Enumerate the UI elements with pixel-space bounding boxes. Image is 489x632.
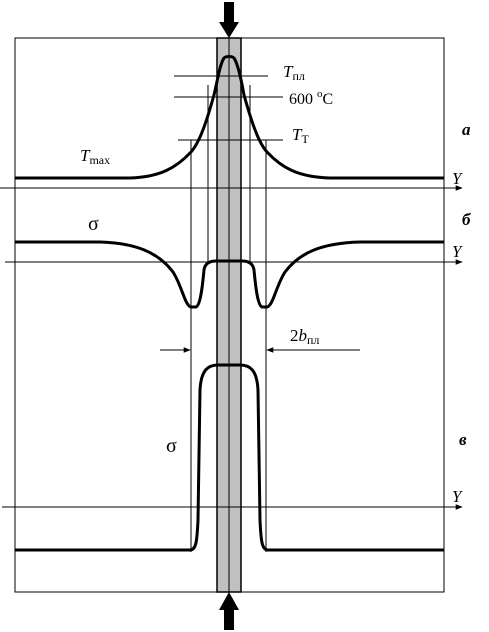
panel-label-b: б: [462, 210, 472, 229]
t-melt-label: Tпл: [283, 62, 305, 83]
stress-curve-b: [15, 240, 444, 309]
t-max-label: Tmax: [80, 146, 110, 167]
force-arrow-top-icon: [219, 2, 239, 38]
force-arrow-bottom-icon: [219, 592, 239, 630]
y-axis-label-b: Y: [452, 242, 463, 261]
panel-label-a: а: [462, 120, 471, 139]
temp-600-label: 600 oC: [289, 88, 333, 108]
plastic-width-label: 2bпл: [290, 326, 319, 347]
temperature-curve: [15, 55, 444, 180]
y-axis-label-v: Y: [452, 487, 463, 506]
t-t-label: TТ: [292, 125, 309, 146]
stress-curve-v: [15, 363, 444, 552]
sigma-label-b: σ: [88, 213, 99, 235]
sigma-label-v: σ: [166, 435, 177, 457]
y-axis-label-a: Y: [452, 169, 463, 188]
panel-label-v: в: [459, 430, 467, 449]
